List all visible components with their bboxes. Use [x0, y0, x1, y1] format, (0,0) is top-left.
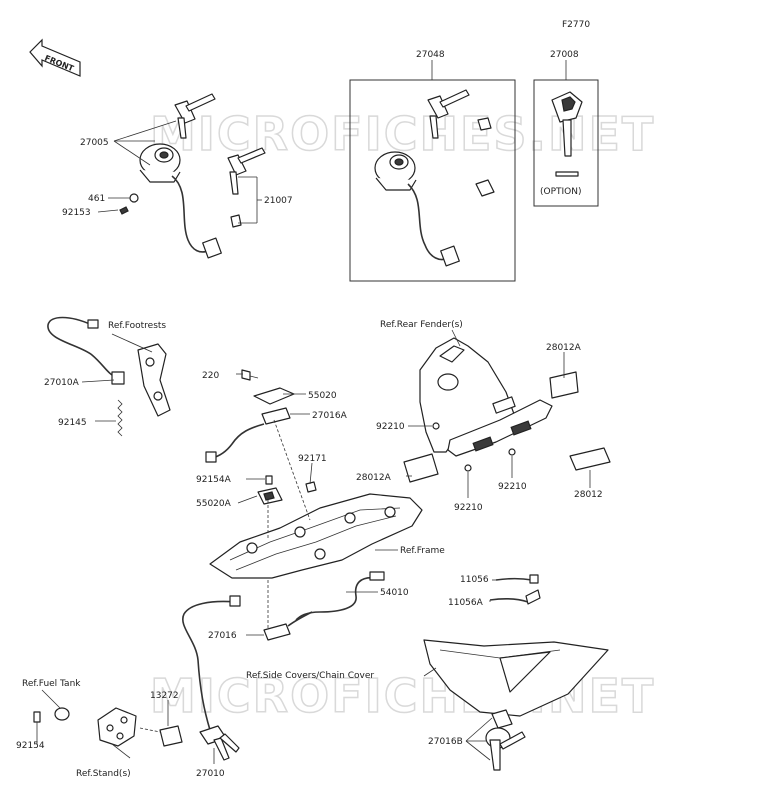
nut-92210-left — [432, 422, 440, 430]
label-27048: 27048 — [416, 50, 445, 60]
label-27016: 27016 — [208, 631, 237, 641]
label-ref-stand: Ref.Stand(s) — [76, 769, 131, 779]
small-parts-461-92153 — [119, 193, 139, 215]
bracket-55020 — [253, 387, 295, 405]
spring-92145 — [117, 399, 123, 437]
reflector-28012A-left — [403, 453, 439, 483]
option-label: (OPTION) — [540, 187, 582, 197]
label-27005: 27005 — [80, 138, 109, 148]
label-ref-footrests: Ref.Footrests — [108, 321, 166, 331]
label-28012A-top: 28012A — [546, 343, 582, 353]
bracket-55020A — [257, 487, 283, 505]
nut-92171 — [305, 481, 317, 493]
label-92210-left: 92210 — [376, 422, 405, 432]
label-92171: 92171 — [298, 454, 327, 464]
label-ref-fuel-tank: Ref.Fuel Tank — [22, 679, 81, 689]
bracket-13272 — [159, 725, 183, 747]
label-54010: 54010 — [380, 588, 409, 598]
screw-92154A — [265, 475, 273, 485]
label-92210-mid: 92210 — [498, 482, 527, 492]
ignition-switch-27005 — [139, 93, 222, 259]
label-13272: 13272 — [150, 691, 179, 701]
label-21007: 21007 — [264, 196, 293, 206]
label-220: 220 — [202, 371, 219, 381]
bolt-220 — [241, 369, 259, 381]
label-ref-side-covers: Ref.Side Covers/Chain Cover — [246, 671, 374, 681]
label-27016A: 27016A — [312, 411, 348, 421]
cable-27010 — [182, 595, 241, 761]
label-27008: 27008 — [550, 50, 579, 60]
side-cover — [423, 639, 609, 717]
label-27010A: 27010A — [44, 378, 80, 388]
switch-27016 — [263, 611, 313, 641]
cable-27010A — [47, 316, 125, 385]
bolt-92154 — [33, 711, 41, 744]
label-27016B: 27016B — [428, 737, 463, 747]
rear-fender — [419, 337, 553, 457]
reflector-28012A-top — [549, 371, 579, 399]
wire-11056 — [495, 574, 539, 584]
wire-11056A — [489, 589, 541, 605]
label-55020: 55020 — [308, 391, 337, 401]
label-27010: 27010 — [196, 769, 225, 779]
nut-92210-mid — [508, 448, 516, 456]
switch-27016A — [205, 407, 291, 463]
label-92154: 92154 — [16, 741, 45, 751]
rear-frame — [209, 493, 423, 579]
footrest-bracket — [137, 343, 171, 417]
label-92154A: 92154A — [196, 475, 232, 485]
label-92153: 92153 — [62, 208, 91, 218]
label-461: 461 — [88, 194, 105, 204]
reflector-28012 — [569, 447, 611, 471]
label-ref-rear-fender: Ref.Rear Fender(s) — [380, 320, 463, 330]
front-arrow-icon: FRONT — [29, 38, 81, 77]
label-11056: 11056 — [460, 575, 489, 585]
label-55020A: 55020A — [196, 499, 232, 509]
label-28012: 28012 — [574, 490, 603, 500]
label-11056A: 11056A — [448, 598, 484, 608]
kit-box-27048 — [349, 79, 516, 282]
switch-kit-27048 — [374, 89, 495, 267]
key-blank-21007 — [227, 147, 266, 228]
fuel-tank-collar — [54, 707, 70, 721]
label-92210-bottom: 92210 — [454, 503, 483, 513]
stand-bracket — [97, 707, 137, 747]
switch-27016B — [485, 709, 526, 771]
label-92145: 92145 — [58, 418, 87, 428]
label-28012A-left: 28012A — [356, 473, 392, 483]
figure-code: F2770 — [562, 20, 590, 30]
label-ref-frame: Ref.Frame — [400, 546, 445, 556]
cable-54010 — [295, 571, 385, 621]
key-27008 — [551, 91, 583, 177]
nut-92210-bottom — [464, 464, 472, 472]
